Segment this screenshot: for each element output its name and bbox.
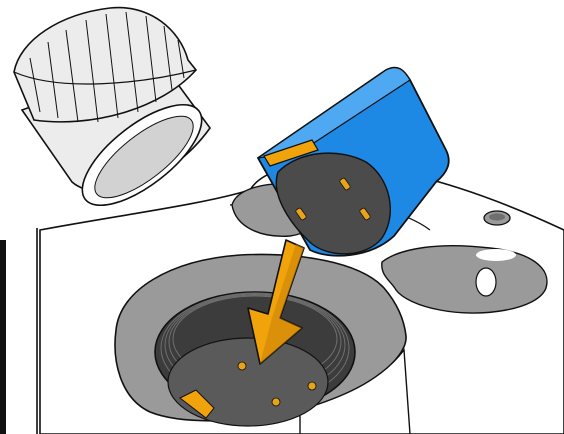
socket-contact-2 [308,382,316,390]
right-pad-highlight [476,249,516,261]
socket-floor [168,338,328,426]
socket-contact-3 [272,398,280,406]
socket-contact-1 [238,362,246,370]
small-hole-inner [489,213,505,220]
right-pad-keyhole [476,268,496,296]
housing-side-strip [0,240,6,434]
screw-cap [14,8,217,223]
housing-small-hole [484,211,510,225]
